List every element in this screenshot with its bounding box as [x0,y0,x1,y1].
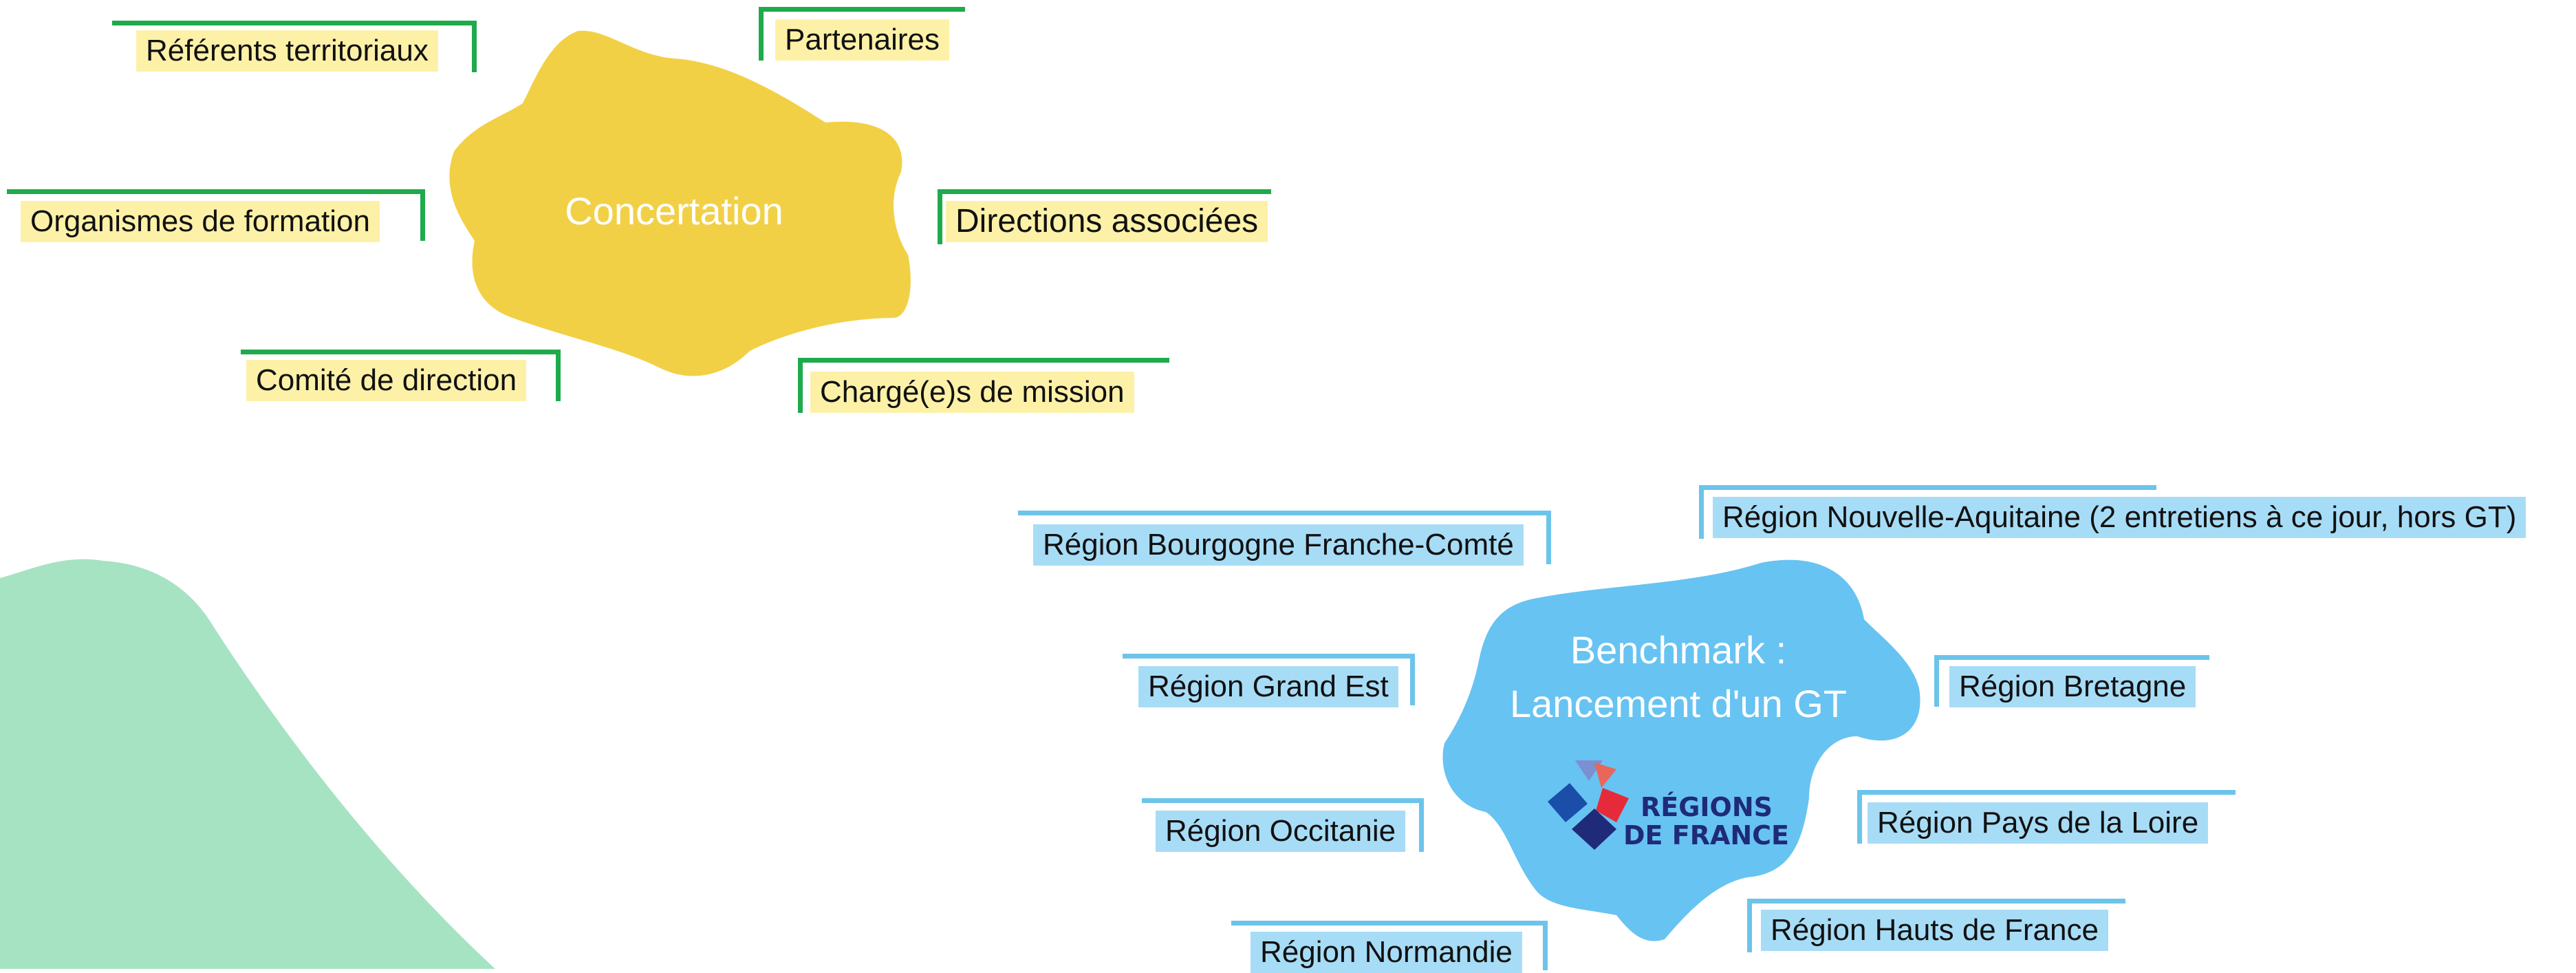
branch-region-pays-de-la-loire: Région Pays de la Loire [1868,802,2209,844]
concertation-hub-shape [449,30,911,376]
regions-de-france-logo-mark [1548,760,1629,850]
branch-region-grand-est: Région Grand Est [1138,666,1398,707]
connector-organismes [7,189,425,241]
connector-directions [938,189,1271,244]
benchmark-hub-title-line2: Lancement d'un GT [1509,682,1848,725]
benchmark-hub-shape [1442,559,1920,941]
branch-partenaires: Partenaires [775,19,950,61]
connector-occitanie [1142,798,1424,852]
connector-nouvelle-aquitaine [1699,485,2156,539]
connector-grand-est [1123,654,1415,705]
branch-region-occitanie: Région Occitanie [1156,811,1406,852]
connector-comite [241,350,561,401]
branch-region-hauts-de-france: Région Hauts de France [1761,910,2108,951]
branch-organismes-de-formation: Organismes de formation [21,201,380,242]
branch-charges-de-mission: Chargé(e)s de mission [810,372,1134,413]
regions-de-france-logo-text-1: RÉGIONS [1641,792,1773,822]
regions-de-france-logo-text-2: DE FRANCE [1623,820,1790,851]
connector-referents [112,21,477,72]
decorative-green-shape [0,559,495,969]
connector-bretagne [1934,655,2209,707]
branch-region-bourgogne-franche-comte: Région Bourgogne Franche-Comté [1033,524,1524,566]
connector-partenaires [759,7,965,61]
branch-directions-associees: Directions associées [946,201,1268,242]
concertation-hub-title: Concertation [565,189,783,233]
branch-region-nouvelle-aquitaine: Région Nouvelle-Aquitaine (2 entretiens … [1713,497,2526,538]
connector-normandie [1231,921,1548,970]
connector-hauts-de-france [1747,899,2125,952]
connector-charges [798,358,1169,413]
benchmark-hub-title-line1: Benchmark : [1570,628,1787,672]
branch-region-bretagne: Région Bretagne [1949,666,2196,707]
branch-region-normandie: Région Normandie [1251,932,1522,973]
connector-pays-de-la-loire [1857,790,2236,844]
branch-comite-de-direction: Comité de direction [246,360,527,401]
branch-referents-territoriaux: Référents territoriaux [136,30,438,72]
connector-bourgogne [1018,511,1551,564]
